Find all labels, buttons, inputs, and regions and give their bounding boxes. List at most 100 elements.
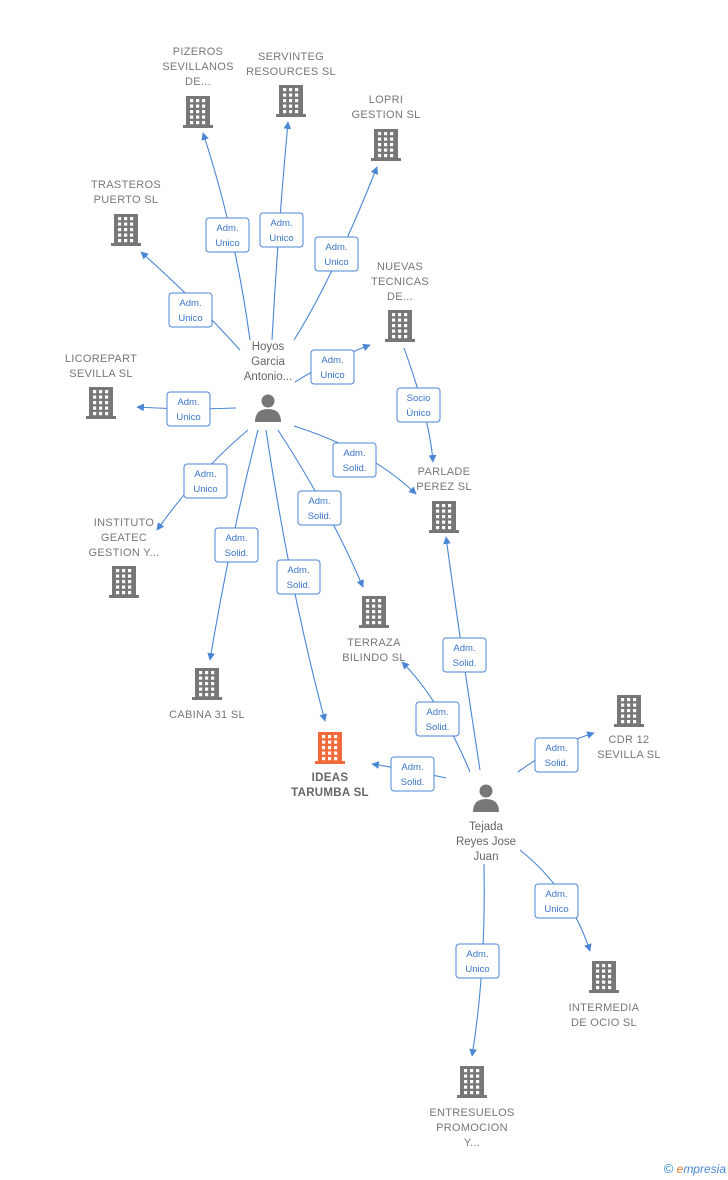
relation-text-line: Unico <box>215 238 239 249</box>
person-label-line: Reyes Jose <box>456 836 516 848</box>
building-icon <box>589 961 619 993</box>
relation-text-line: Solid. <box>287 580 311 591</box>
company-label-line: RESOURCES SL <box>246 66 336 78</box>
relation-text-line: Unico <box>176 412 200 423</box>
relation-text-line: Adm. <box>466 949 488 960</box>
building-icon <box>192 668 222 700</box>
relation-text: Adm.Solid. <box>401 762 425 788</box>
company-label: CDR 12 SEVILLA SL <box>597 734 661 761</box>
relation-badge-tejada-cdr12[interactable]: Adm. Solid. <box>534 737 579 773</box>
relation-text: Adm.Unico <box>544 889 568 915</box>
relation-badge-tejada-intermedia[interactable]: Adm.Unico <box>534 883 579 919</box>
relation-text: Adm.Unico <box>465 949 489 975</box>
relation-badge-tejada-entresuelos[interactable]: Adm.Unico <box>455 943 500 979</box>
relation-text-line: Adm. <box>426 707 448 718</box>
relation-text-line: Adm. <box>545 743 567 754</box>
building-icon <box>429 501 459 533</box>
relation-text: Adm.Solid. <box>453 643 477 669</box>
relation-text: Adm.Unico <box>320 355 344 381</box>
relation-badge-box <box>442 637 487 673</box>
company-label-line: TECNICAS <box>371 276 429 288</box>
person-icon <box>473 784 499 812</box>
relation-text-line: Adm. <box>177 397 199 408</box>
relation-badge-hoyos-parlade[interactable]: Adm.Solid. <box>332 442 377 478</box>
relation-badge-box <box>166 391 211 427</box>
building-icon <box>359 596 389 628</box>
company-label-line: GESTION SL <box>351 109 420 121</box>
relation-badge-box <box>259 212 304 248</box>
relation-badge-hoyos-trasteros[interactable]: Adm.Unico <box>168 292 213 328</box>
relation-badge-hoyos-licorepart[interactable]: Adm. Unico <box>166 391 211 427</box>
company-node-cabina[interactable]: CABINA 31 SL <box>169 668 245 721</box>
relation-text-line: Adm. <box>194 469 216 480</box>
company-label-line: INTERMEDIA <box>569 1002 640 1014</box>
building-icon <box>276 85 306 117</box>
relation-badge-hoyos-nuevas[interactable]: Adm.Unico <box>310 349 355 385</box>
relation-text-line: Adm. <box>325 242 347 253</box>
company-label: CABINA 31 SL <box>169 709 245 721</box>
company-label-line: NUEVAS <box>377 261 423 273</box>
relation-badge-box <box>332 442 377 478</box>
company-label-line: Y... <box>464 1137 480 1149</box>
company-label-line: PUERTO SL <box>94 194 159 206</box>
relation-badge-hoyos-lopri[interactable]: Adm.Unico <box>314 236 359 272</box>
relation-badge-hoyos-pizeros[interactable]: Adm.Unico <box>205 217 250 253</box>
company-label-line: CDR 12 <box>609 734 650 746</box>
company-label-line: SEVILLA SL <box>69 368 133 380</box>
company-label-line: TERRAZA <box>347 637 401 649</box>
relation-badge-box <box>455 943 500 979</box>
relation-text: Adm.Solid. <box>343 448 367 474</box>
relation-text-line: Único <box>406 408 430 419</box>
relation-text: Adm. Solid. <box>287 565 311 591</box>
relation-badge-hoyos-servinteg[interactable]: Adm.Unico <box>259 212 304 248</box>
relation-badge-hoyos-cabina[interactable]: Adm.Solid. <box>214 527 259 563</box>
relation-badge-hoyos-terraza[interactable]: Adm.Solid. <box>297 490 342 526</box>
building-icon <box>385 310 415 342</box>
relation-text-line: Adm. <box>225 533 247 544</box>
building-icon <box>315 732 345 764</box>
relation-badge-hoyos-instituto[interactable]: Adm.Unico <box>183 463 228 499</box>
relation-badge-tejada-parlade[interactable]: Adm.Solid. <box>442 637 487 673</box>
company-label-line: CABINA 31 SL <box>169 709 245 721</box>
relation-badge-tejada-terraza[interactable]: Adm.Solid. <box>415 701 460 737</box>
company-label-line: SEVILLA SL <box>597 749 661 761</box>
company-node-cdr12[interactable]: CDR 12 SEVILLA SL <box>597 695 661 761</box>
company-label-line: BILINDO SL <box>342 652 406 664</box>
relation-badge-box <box>396 387 441 423</box>
relation-badge-box <box>390 756 435 792</box>
relation-text-line: Adm. <box>343 448 365 459</box>
relation-text-line: Adm. <box>287 565 309 576</box>
relation-text-line: Unico <box>269 233 293 244</box>
relation-badge-tejada-ideas[interactable]: Adm.Solid. <box>390 756 435 792</box>
company-node-terraza[interactable]: TERRAZA BILINDO SL <box>342 596 406 664</box>
company-label-line: PEREZ SL <box>416 481 472 493</box>
relation-text-line: Solid. <box>545 758 569 769</box>
relation-text: Adm.Solid. <box>225 533 249 559</box>
company-label-line: TARUMBA SL <box>291 787 369 799</box>
relation-badge-hoyos-ideas[interactable]: Adm. Solid. <box>276 559 321 595</box>
relation-text-line: Solid. <box>453 658 477 669</box>
